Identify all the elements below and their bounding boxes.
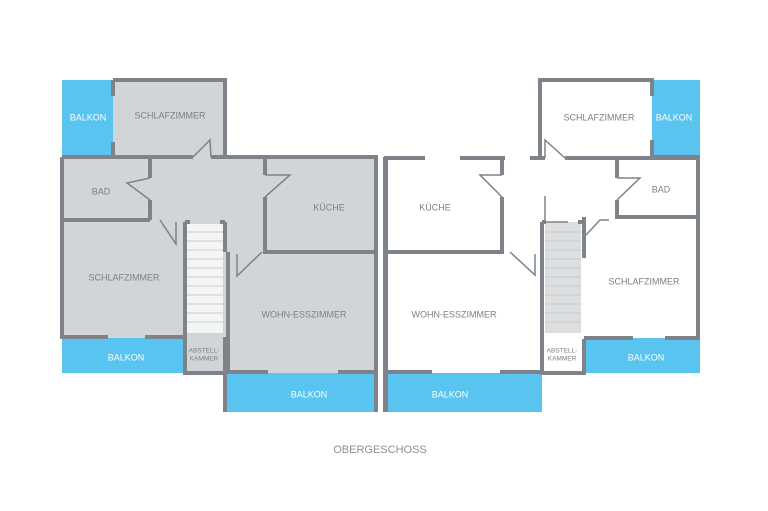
left-door-swing bbox=[159, 219, 177, 247]
left-door-swing bbox=[125, 177, 151, 201]
left-balkon-bottom bbox=[225, 373, 374, 412]
floor-caption: OBERGESCHOSS bbox=[333, 444, 427, 456]
right-balkon-right bbox=[584, 338, 700, 373]
left-stair-steps bbox=[187, 231, 223, 323]
right-balkon-top bbox=[652, 80, 700, 157]
left-walls bbox=[60, 78, 378, 412]
left-stair bbox=[187, 224, 223, 333]
right-schlafzimmer-top-label: SCHLAFZIMMER bbox=[563, 112, 635, 122]
right-balkon-right-label: BALKON bbox=[628, 352, 665, 362]
right-door-swing bbox=[616, 177, 642, 201]
right-unit: SCHLAFZIMMER BALKON KÜCHE BAD SCHLAFZIMM… bbox=[384, 78, 700, 412]
left-unit: BALKON SCHLAFZIMMER BAD KÜCHE SCHLAFZIMM… bbox=[60, 78, 385, 412]
right-abstell-label-1: ABSTELL- bbox=[547, 348, 578, 355]
left-schlafzimmer-top-fill bbox=[113, 80, 225, 158]
right-door-swing bbox=[544, 196, 568, 223]
left-schlafzimmer-top-label: SCHLAFZIMMER bbox=[134, 110, 206, 120]
right-walls bbox=[384, 78, 700, 412]
right-schlafzimmer-label: SCHLAFZIMMER bbox=[608, 276, 680, 286]
right-abstell-label-2: KAMMER bbox=[548, 356, 577, 363]
right-balkon-top-label: BALKON bbox=[656, 112, 693, 122]
left-wohn-esszimmer-label: WOHN-ESSZIMMER bbox=[262, 309, 347, 319]
left-balkon-top-label: BALKON bbox=[70, 112, 107, 122]
left-kueche-label: KÜCHE bbox=[313, 202, 345, 212]
right-balkon-bottom bbox=[386, 373, 542, 412]
right-door-swing bbox=[478, 174, 503, 198]
left-schlafzimmer-label: SCHLAFZIMMER bbox=[88, 272, 160, 282]
right-kueche-label: KÜCHE bbox=[419, 202, 451, 212]
left-door-swing bbox=[192, 138, 212, 158]
left-balkon-left-label: BALKON bbox=[108, 352, 145, 362]
left-balkon-top bbox=[62, 80, 113, 157]
right-door-swing bbox=[544, 138, 566, 159]
right-door-swing bbox=[509, 251, 536, 277]
right-wohn-esszimmer-label: WOHN-ESSZIMMER bbox=[412, 309, 497, 319]
right-balkon-bottom-label: BALKON bbox=[432, 389, 469, 399]
left-door-swing bbox=[264, 174, 292, 198]
left-balkon-left bbox=[62, 338, 183, 373]
left-balkon-bottom-label: BALKON bbox=[291, 389, 328, 399]
left-door-swing bbox=[236, 251, 263, 278]
left-abstell-label-2: KAMMER bbox=[190, 356, 219, 363]
right-bad-label: BAD bbox=[652, 184, 671, 194]
right-door-swing bbox=[585, 219, 609, 236]
left-bad-label: BAD bbox=[92, 186, 111, 196]
right-stair-steps bbox=[545, 231, 581, 323]
left-abstell-label-1: ABSTELL- bbox=[189, 348, 220, 355]
